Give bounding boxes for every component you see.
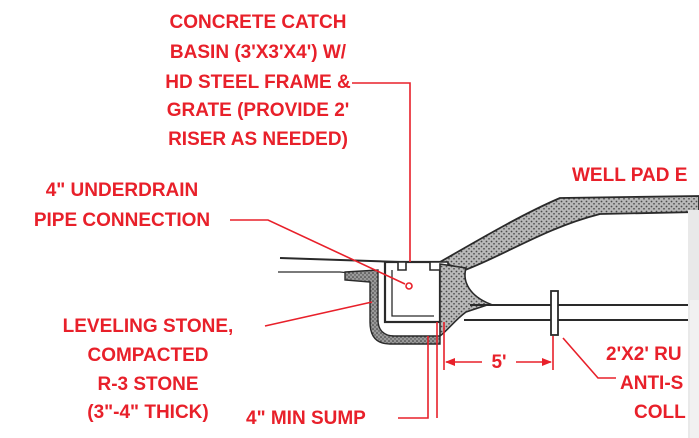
sheet-edge-mask: [690, 300, 699, 438]
collar-leader: [562, 337, 616, 379]
collar-label-line-2: ANTI-S: [620, 373, 683, 394]
well-pad-label: WELL PAD E: [572, 165, 687, 186]
leveling-stone-label-line-2: COMPACTED: [87, 345, 208, 366]
sump-leader: [398, 336, 429, 419]
catch-basin-label-line-5: RISER AS NEEDED): [168, 129, 348, 150]
dimension-arrow-left: [445, 358, 455, 366]
dimension-arrow-right: [542, 358, 552, 366]
well-pad-embankment: [437, 195, 699, 271]
collar-label-line-3: COLL: [634, 402, 686, 423]
catch-basin-label-line-3: HD STEEL FRAME &: [165, 72, 351, 93]
underdrain-label-line-1: 4" UNDERDRAIN: [46, 180, 199, 201]
catch-basin-leader: [352, 82, 411, 262]
dimension-label: 5': [491, 352, 506, 373]
leveling-stone-label-line-3: R-3 STONE: [97, 374, 198, 395]
leveling-stone-leader: [264, 301, 373, 327]
catch-basin-inner-wall: [391, 270, 434, 317]
catch-basin-label-line-2: BASIN (3'X3'X4') W/: [170, 42, 347, 63]
catch-basin-label-line-1: CONCRETE CATCH: [170, 12, 347, 33]
leveling-stone-bed: [344, 269, 441, 345]
leveling-stone-label-line-1: LEVELING STONE,: [63, 316, 234, 337]
collar-label-line-1: 2'X2' RU: [606, 344, 682, 365]
anti-seep-collar: [550, 290, 559, 336]
ground-surface-line: [279, 257, 401, 263]
underdrain-pipe-connection: [405, 282, 413, 290]
underdrain-label-line-2: PIPE CONNECTION: [34, 210, 210, 231]
sump-label: 4" MIN SUMP: [246, 408, 366, 429]
underdrain-leader: [230, 219, 406, 285]
catch-basin-box: [383, 260, 442, 324]
catch-basin-label-line-4: GRATE (PROVIDE 2': [167, 100, 350, 121]
leveling-stone-label-line-4: (3"-4" THICK): [87, 402, 208, 423]
outlet-pipe-concrete-surround: [439, 263, 493, 338]
